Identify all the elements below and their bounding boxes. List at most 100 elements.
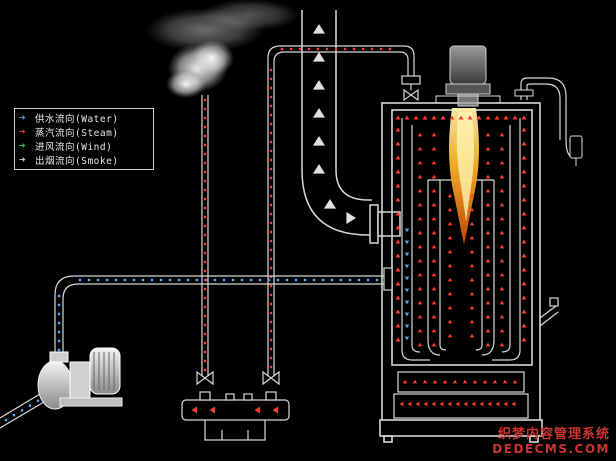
steam-dot	[203, 107, 207, 111]
watermark-url: DEDECMS.COM	[492, 442, 610, 456]
steam-arrow	[485, 300, 491, 305]
steam-dot	[203, 296, 207, 300]
water-dot	[231, 278, 235, 282]
steam-dot	[269, 239, 273, 243]
steam-arrow	[395, 169, 401, 174]
steam-dot	[203, 368, 207, 372]
steam-arrow	[521, 127, 527, 132]
steam-dot	[203, 305, 207, 309]
legend-item-steam: ➔ 蒸汽流向(Steam)	[19, 125, 119, 139]
steam-dot	[269, 77, 273, 81]
steam-arrow	[395, 267, 401, 272]
water-dot	[57, 339, 61, 343]
steam-arrow	[479, 401, 484, 407]
water-dot	[57, 303, 61, 307]
steam-arrow	[502, 379, 508, 384]
water-dot	[213, 278, 217, 282]
steam-arrow	[499, 188, 505, 193]
steam-arrow	[417, 244, 423, 249]
steam-arrow	[485, 216, 491, 221]
water-dot	[4, 418, 8, 422]
steam-arrow	[395, 127, 401, 132]
water-dot	[312, 278, 316, 282]
steam-arrow	[521, 253, 527, 258]
steam-dot	[203, 143, 207, 147]
boiler-shell	[379, 102, 543, 443]
steam-dot	[203, 224, 207, 228]
steam-arrow	[499, 160, 505, 165]
steam-riser-left	[201, 95, 209, 380]
steam-arrow	[431, 115, 437, 120]
boiler-steam-arrows	[395, 115, 527, 407]
steam-arrow	[417, 146, 423, 151]
legend-item-smoke: ➔ 出烟流向(Smoke)	[19, 153, 119, 167]
water-dot	[150, 278, 154, 282]
flue-flange	[369, 204, 401, 244]
steam-arrow	[521, 309, 527, 314]
steam-outlet-dots	[269, 47, 392, 369]
steam-dot	[203, 152, 207, 156]
steam-arrow	[431, 244, 437, 249]
steam-arrow	[447, 291, 453, 296]
smoke-arrow	[313, 164, 325, 174]
steam-dot	[203, 260, 207, 264]
steam-dot	[269, 95, 273, 99]
steam-dot	[307, 47, 311, 51]
steam-arrow	[395, 225, 401, 230]
water-dot	[12, 414, 16, 417]
steam-arrow	[521, 281, 527, 286]
steam-arrow	[521, 225, 527, 230]
steam-arrow	[511, 401, 516, 407]
steam-arrow	[521, 337, 527, 342]
steam-arrow	[412, 379, 418, 384]
steam-arrow	[455, 401, 460, 407]
water-inlet-stub	[383, 267, 393, 291]
steam-arrow	[469, 235, 475, 240]
steam-header	[181, 391, 290, 441]
steam-arrow	[485, 342, 491, 347]
steam-arrow	[521, 197, 527, 202]
steam-arrow	[395, 141, 401, 146]
steam-arrow	[485, 230, 491, 235]
legend-label-wind: 进风流向(Wind)	[35, 142, 113, 153]
steam-dot	[269, 356, 273, 360]
smoke-arrow	[324, 199, 336, 209]
steam-dot	[203, 269, 207, 273]
steam-dot	[379, 47, 383, 51]
steam-dot	[269, 185, 273, 189]
water-dot	[132, 278, 136, 282]
steam-arrow	[395, 281, 401, 286]
steam-dot	[269, 68, 273, 72]
steam-arrow	[521, 141, 527, 146]
header-valves	[196, 370, 280, 386]
steam-arrow	[447, 333, 453, 338]
smoke-arrow	[313, 108, 325, 118]
steam-dot	[269, 248, 273, 252]
steam-arrow	[447, 401, 452, 407]
steam-arrow	[395, 155, 401, 160]
steam-dot	[269, 347, 273, 351]
legend-item-wind: ➔ 进风流向(Wind)	[19, 139, 112, 153]
steam-arrow	[431, 314, 437, 319]
water-dot	[375, 278, 379, 282]
steam-arrow	[487, 401, 492, 407]
steam-dot	[203, 233, 207, 237]
steam-arrow	[417, 160, 423, 165]
steam-dot	[269, 104, 273, 108]
furnace-grate	[393, 371, 529, 419]
steam-arrow	[422, 379, 428, 384]
steam-dot	[203, 341, 207, 345]
steam-cloud	[145, 0, 300, 98]
water-arrow	[404, 264, 410, 269]
smoke-chimney	[301, 10, 372, 236]
steam-dot	[269, 266, 273, 270]
steam-dot	[269, 257, 273, 261]
steam-arrow	[413, 115, 419, 120]
smoke-arrow	[313, 52, 325, 62]
flow-legend: ➔ 供水流向(Water) ➔ 蒸汽流向(Steam) ➔ 进风流向(Wind)…	[14, 108, 154, 170]
arrow-right-icon: ➔	[19, 153, 26, 166]
steam-dot	[203, 251, 207, 255]
steam-dot	[289, 47, 293, 51]
steam-dot	[269, 275, 273, 279]
steam-arrow	[395, 253, 401, 258]
